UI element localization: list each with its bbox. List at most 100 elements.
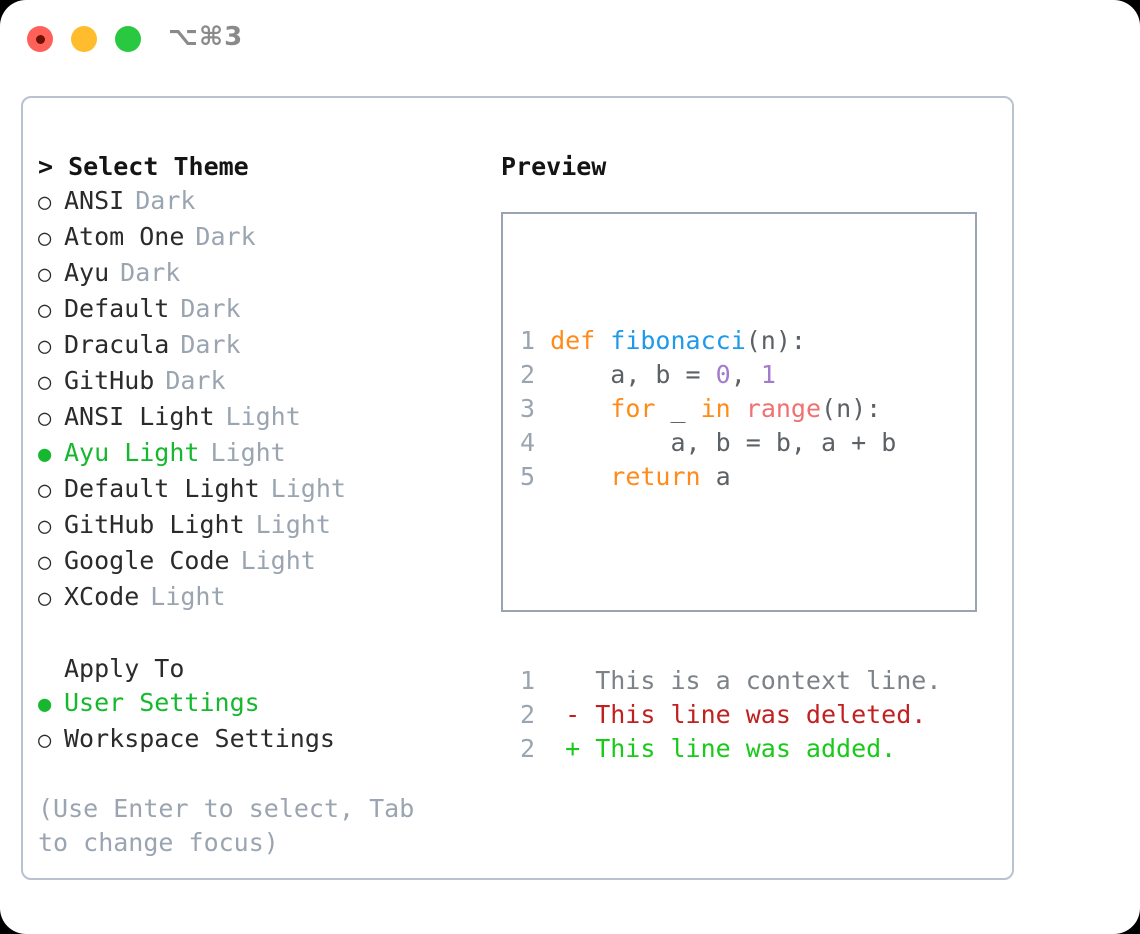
code-token: (n): <box>745 326 806 355</box>
code-token <box>731 394 746 423</box>
theme-variant-tag: Light <box>255 510 331 539</box>
diff-line-ctx: 1 This is a context line. <box>513 664 941 698</box>
radio-unselected-icon: ○ <box>38 586 52 611</box>
code-token: 1 <box>760 360 776 389</box>
radio-unselected-icon: ○ <box>38 298 52 323</box>
gutter-space <box>535 360 550 389</box>
theme-option-label: Atom One <box>64 222 185 251</box>
theme-option-ayu[interactable]: ○ Ayu Dark <box>38 256 478 292</box>
title-bar: ⌥⌘3 <box>0 0 1140 78</box>
radio-unselected-icon: ○ <box>38 514 52 539</box>
theme-variant-tag: Dark <box>180 330 241 359</box>
close-button[interactable] <box>27 26 53 52</box>
theme-option-atom-one[interactable]: ○ Atom One Dark <box>38 220 478 256</box>
diff-line-add: 2 + This line was added. <box>513 732 941 766</box>
theme-variant-tag: Light <box>270 474 346 503</box>
theme-variant-tag: Dark <box>165 366 226 395</box>
apply-to-option-workspace-settings[interactable]: ○ Workspace Settings <box>38 722 478 758</box>
code-token <box>550 462 610 491</box>
gutter-space <box>535 428 550 457</box>
code-diff-spacer <box>513 562 941 596</box>
theme-option-label: Google Code <box>64 546 230 575</box>
theme-option-label: Ayu Light <box>64 438 200 467</box>
theme-option-label: ANSI Light <box>64 402 215 431</box>
apply-to-option-label: Workspace Settings <box>64 724 335 753</box>
code-token: a, b = b, a + b <box>550 428 897 457</box>
minimize-button[interactable] <box>71 26 97 52</box>
code-token: def <box>550 326 611 355</box>
theme-option-default[interactable]: ○ Default Dark <box>38 292 478 328</box>
line-number: 1 <box>519 666 535 695</box>
code-token: range <box>745 394 822 423</box>
theme-option-label: GitHub Light <box>64 510 245 539</box>
code-line: 4 a, b = b, a + b <box>513 426 941 460</box>
diff-sample: 1 This is a context line.2 - This line w… <box>513 664 941 766</box>
radio-unselected-icon: ○ <box>38 406 52 431</box>
diff-line-text: This is a context line. <box>535 666 942 695</box>
radio-unselected-icon: ○ <box>38 262 52 287</box>
theme-option-label: XCode <box>64 582 140 611</box>
code-token: a, b = <box>550 360 716 389</box>
diff-line-text: + This line was added. <box>535 734 897 763</box>
line-number: 2 <box>519 360 535 389</box>
radio-selected-icon: ● <box>38 442 52 467</box>
keyboard-hint-text: (Use Enter to select, Tab to change focu… <box>38 794 415 857</box>
apply-to-option-list: ●User Settings ○ Workspace Settings <box>38 686 478 758</box>
keyboard-shortcut-label: ⌥⌘3 <box>168 22 244 52</box>
radio-unselected-icon: ○ <box>38 190 52 215</box>
code-token: a <box>700 462 731 491</box>
gutter-space <box>535 326 550 355</box>
line-number: 4 <box>519 428 535 457</box>
theme-option-xcode[interactable]: ○ XCode Light <box>38 580 478 616</box>
preview-column: Preview 1 def fibonacci(n):2 a, b = 0, 1… <box>501 150 1001 763</box>
theme-option-label: Ayu <box>64 258 110 287</box>
code-token <box>550 394 610 423</box>
section-spacer <box>38 616 478 652</box>
line-number: 5 <box>519 462 535 491</box>
code-token: _ <box>655 394 701 423</box>
code-token: in <box>700 394 731 423</box>
code-line: 1 def fibonacci(n): <box>513 324 941 358</box>
line-number: 1 <box>519 326 535 355</box>
theme-option-github-light[interactable]: ○ GitHub Light Light <box>38 508 478 544</box>
code-line: 2 a, b = 0, 1 <box>513 358 941 392</box>
theme-variant-tag: Dark <box>120 258 181 287</box>
diff-line-text: - This line was deleted. <box>535 700 927 729</box>
code-token: 0 <box>715 360 731 389</box>
gutter-space <box>535 462 550 491</box>
code-token: fibonacci <box>610 326 746 355</box>
theme-option-dracula[interactable]: ○ Dracula Dark <box>38 328 478 364</box>
code-line: 3 for _ in range(n): <box>513 392 941 426</box>
theme-variant-tag: Light <box>150 582 226 611</box>
radio-unselected-icon: ○ <box>38 226 52 251</box>
theme-option-label: Dracula <box>64 330 170 359</box>
diff-line-del: 2 - This line was deleted. <box>513 698 941 732</box>
radio-unselected-icon: ○ <box>38 728 52 753</box>
line-number: 2 <box>519 700 535 729</box>
theme-option-label: GitHub <box>64 366 155 395</box>
theme-option-label: Default <box>64 294 170 323</box>
theme-variant-tag: Dark <box>180 294 241 323</box>
line-number: 3 <box>519 394 535 423</box>
theme-variant-tag: Dark <box>195 222 256 251</box>
theme-variant-tag: Dark <box>135 186 196 215</box>
radio-unselected-icon: ○ <box>38 334 52 359</box>
radio-unselected-icon: ○ <box>38 478 52 503</box>
apply-to-option-user-settings[interactable]: ●User Settings <box>38 686 478 722</box>
code-token: , <box>730 360 761 389</box>
radio-unselected-icon: ○ <box>38 370 52 395</box>
radio-selected-icon: ● <box>38 692 52 717</box>
radio-unselected-icon: ○ <box>38 550 52 575</box>
theme-option-github[interactable]: ○ GitHub Dark <box>38 364 478 400</box>
maximize-button[interactable] <box>115 26 141 52</box>
